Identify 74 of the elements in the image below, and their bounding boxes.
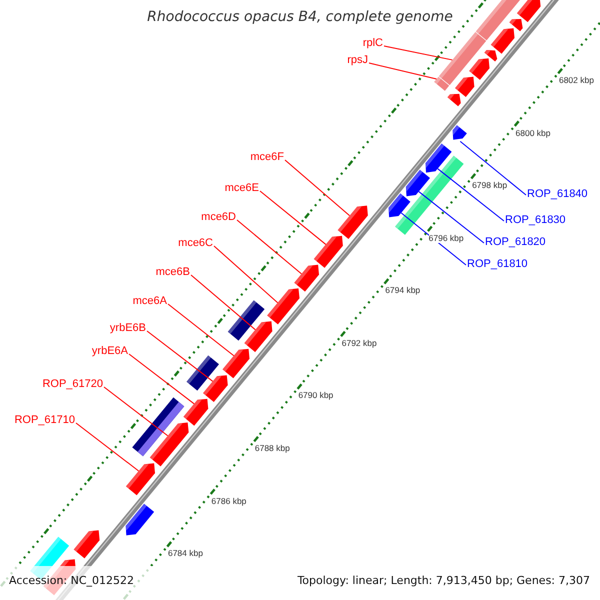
gene-feature [222,348,250,378]
gene-feature [452,125,467,140]
gene-label: mce6E [224,182,259,195]
leader-line [260,190,326,245]
gene-feature [395,156,464,235]
gene-feature [203,375,228,402]
leader-line [190,274,256,330]
gene-feature [426,144,452,173]
gene-feature [186,355,219,391]
gene-label: yrbE6B [110,322,146,335]
scale-label: 6802 kbp [558,74,594,85]
leader-line [400,212,466,266]
gene-feature [388,193,410,218]
leader-line [437,168,504,222]
scale-label: 6798 kbp [472,180,508,190]
gene-feature [267,288,300,324]
gene-label: rpsJ [347,54,368,67]
gene-feature [244,321,272,352]
gene-label: rplC [362,37,383,50]
leader-line [168,304,234,356]
gene-label: ROP_61810 [467,258,528,271]
gene-feature [294,264,319,292]
gene-label: mce6A [132,295,167,308]
gene-label: mce6D [201,211,236,224]
scale-label: 6792 kbp [342,338,377,348]
leader-line [384,46,453,60]
gene-feature [438,32,486,86]
gene-feature [434,76,450,91]
scale-label: 6784 kbp [168,548,203,558]
gene-label: ROP_61820 [485,236,546,249]
leader-line [76,422,140,472]
gene-label: ROP_61720 [42,378,103,391]
gene-feature [490,28,514,54]
gene-feature [484,50,498,62]
genome-info-text: Topology: linear; Length: 7,913,450 bp; Genes: 7,307 [297,574,590,588]
accession-text: Accession: NC_012522 [9,574,134,588]
scale-label: 6790 kbp [298,390,334,400]
leader-line [214,246,278,304]
gene-label: mce6F [250,151,284,164]
gene-feature [516,0,541,22]
leader-line [284,160,350,216]
gene-feature [314,236,343,268]
gene-feature [126,504,154,536]
gene-feature [455,76,474,97]
gene-label: mce6C [178,237,213,250]
gene-feature [338,206,368,239]
leader-line [236,220,302,274]
gene-feature [476,0,520,40]
scale-label: 6788 kbp [254,442,290,453]
leader-line [418,191,484,244]
gene-feature [469,58,490,80]
leader-line [460,140,526,196]
gene-feature [228,300,265,341]
gene-label: mce6B [156,266,190,279]
gene-label: ROP_61830 [505,214,566,227]
scale-label: 6796 kbp [428,232,464,243]
leader-line [368,62,438,80]
leader-line [146,330,214,382]
gene-feature [126,463,155,496]
gene-label: yrbE6A [92,345,128,358]
gene-feature [183,398,208,426]
leader-line [128,354,195,404]
gene-label: ROP_61840 [527,188,588,201]
gene-feature [74,530,100,558]
gene-feature [150,422,189,466]
gene-feature [447,94,461,106]
leader-line [104,386,168,436]
scale-label: 6794 kbp [385,285,420,296]
gene-feature [509,19,523,32]
gene-label: ROP_61710 [14,414,75,427]
scale-label: 6786 kbp [211,496,246,506]
diagram-title: Rhodococcus opacus B4, complete genome [147,9,453,26]
scale-label: 6800 kbp [516,128,550,138]
gene-feature [406,170,430,196]
